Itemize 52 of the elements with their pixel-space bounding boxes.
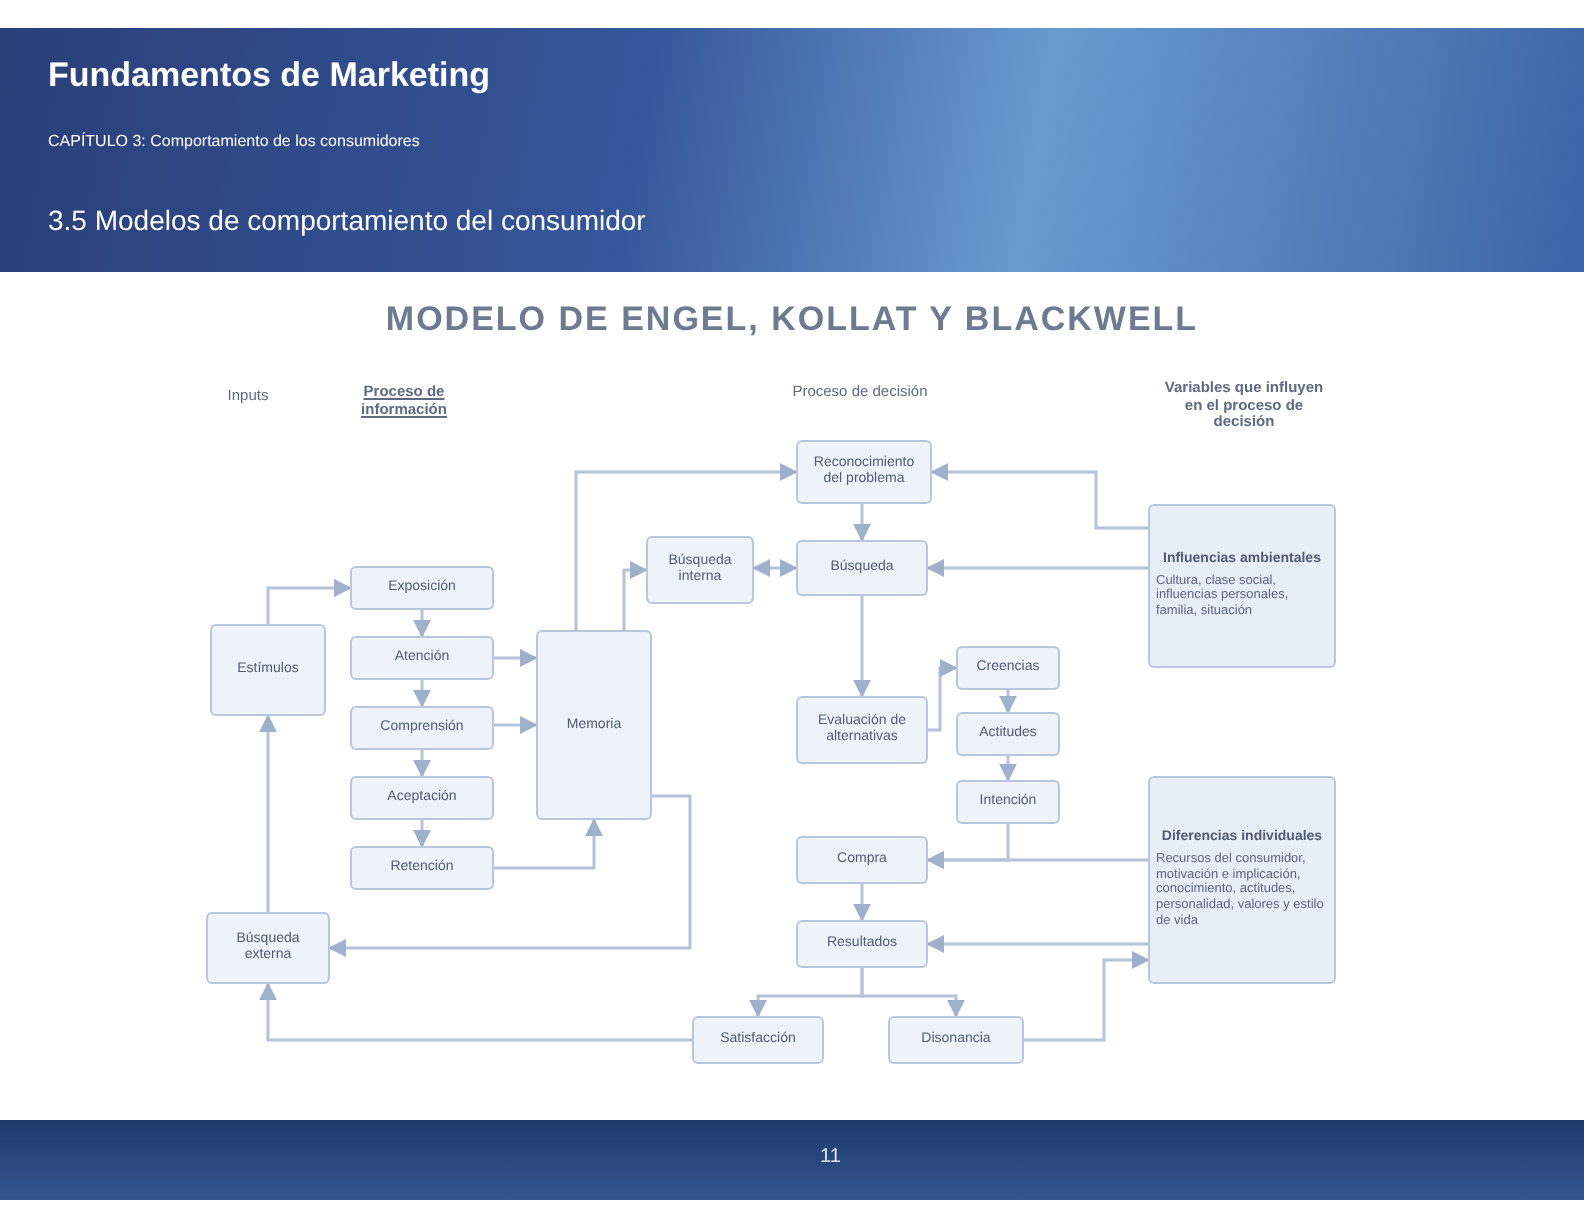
process-box [350, 566, 494, 610]
process-box [796, 540, 928, 596]
arrow [853, 504, 871, 542]
process-box [956, 712, 1060, 756]
arrow [494, 818, 603, 870]
process-box [350, 846, 494, 890]
process-box [888, 1016, 1024, 1064]
section-heading: 3.5 Modelos de comportamiento del consumidor [48, 204, 646, 236]
arrow [853, 596, 871, 698]
variables-box [1148, 776, 1336, 984]
arrow [494, 716, 538, 734]
arrow [574, 463, 798, 630]
process-box [692, 1016, 824, 1064]
process-box [796, 440, 932, 504]
process-box [956, 780, 1060, 824]
diagram-title: MODELO DE ENGEL, KOLLAT Y BLACKWELL [383, 300, 1201, 340]
process-box [796, 920, 928, 968]
arrow [999, 756, 1017, 782]
arrow [930, 463, 1148, 530]
arrow [926, 851, 1148, 869]
arrow [413, 610, 431, 638]
process-box [350, 776, 494, 820]
arrow [926, 935, 1148, 953]
arrow [259, 982, 692, 1042]
process-box [796, 836, 928, 884]
arrow [622, 561, 648, 630]
arrow [259, 714, 277, 912]
arrow [328, 794, 692, 957]
process-box [210, 624, 326, 716]
arrow [1024, 951, 1150, 1042]
arrow [413, 750, 431, 778]
arrow [752, 559, 798, 577]
arrow [928, 659, 958, 732]
arrow [926, 559, 1148, 577]
arrow [853, 884, 871, 922]
process-box [956, 646, 1060, 690]
page-number: 11 [820, 1146, 841, 1168]
arrow [266, 579, 352, 624]
arrow [999, 690, 1017, 714]
process-box [646, 536, 754, 604]
variables-box [1148, 504, 1336, 668]
chapter-subtitle: CAPÍTULO 3: Comportamiento de los consumidores [48, 132, 420, 150]
process-box [796, 696, 928, 764]
arrow [413, 820, 431, 848]
process-box [536, 630, 652, 820]
process-box [206, 912, 330, 984]
arrow [413, 680, 431, 708]
arrow [494, 649, 538, 667]
process-box [350, 636, 494, 680]
arrow [860, 968, 965, 1018]
process-box [350, 706, 494, 750]
course-title: Fundamentos de Marketing [48, 56, 491, 96]
